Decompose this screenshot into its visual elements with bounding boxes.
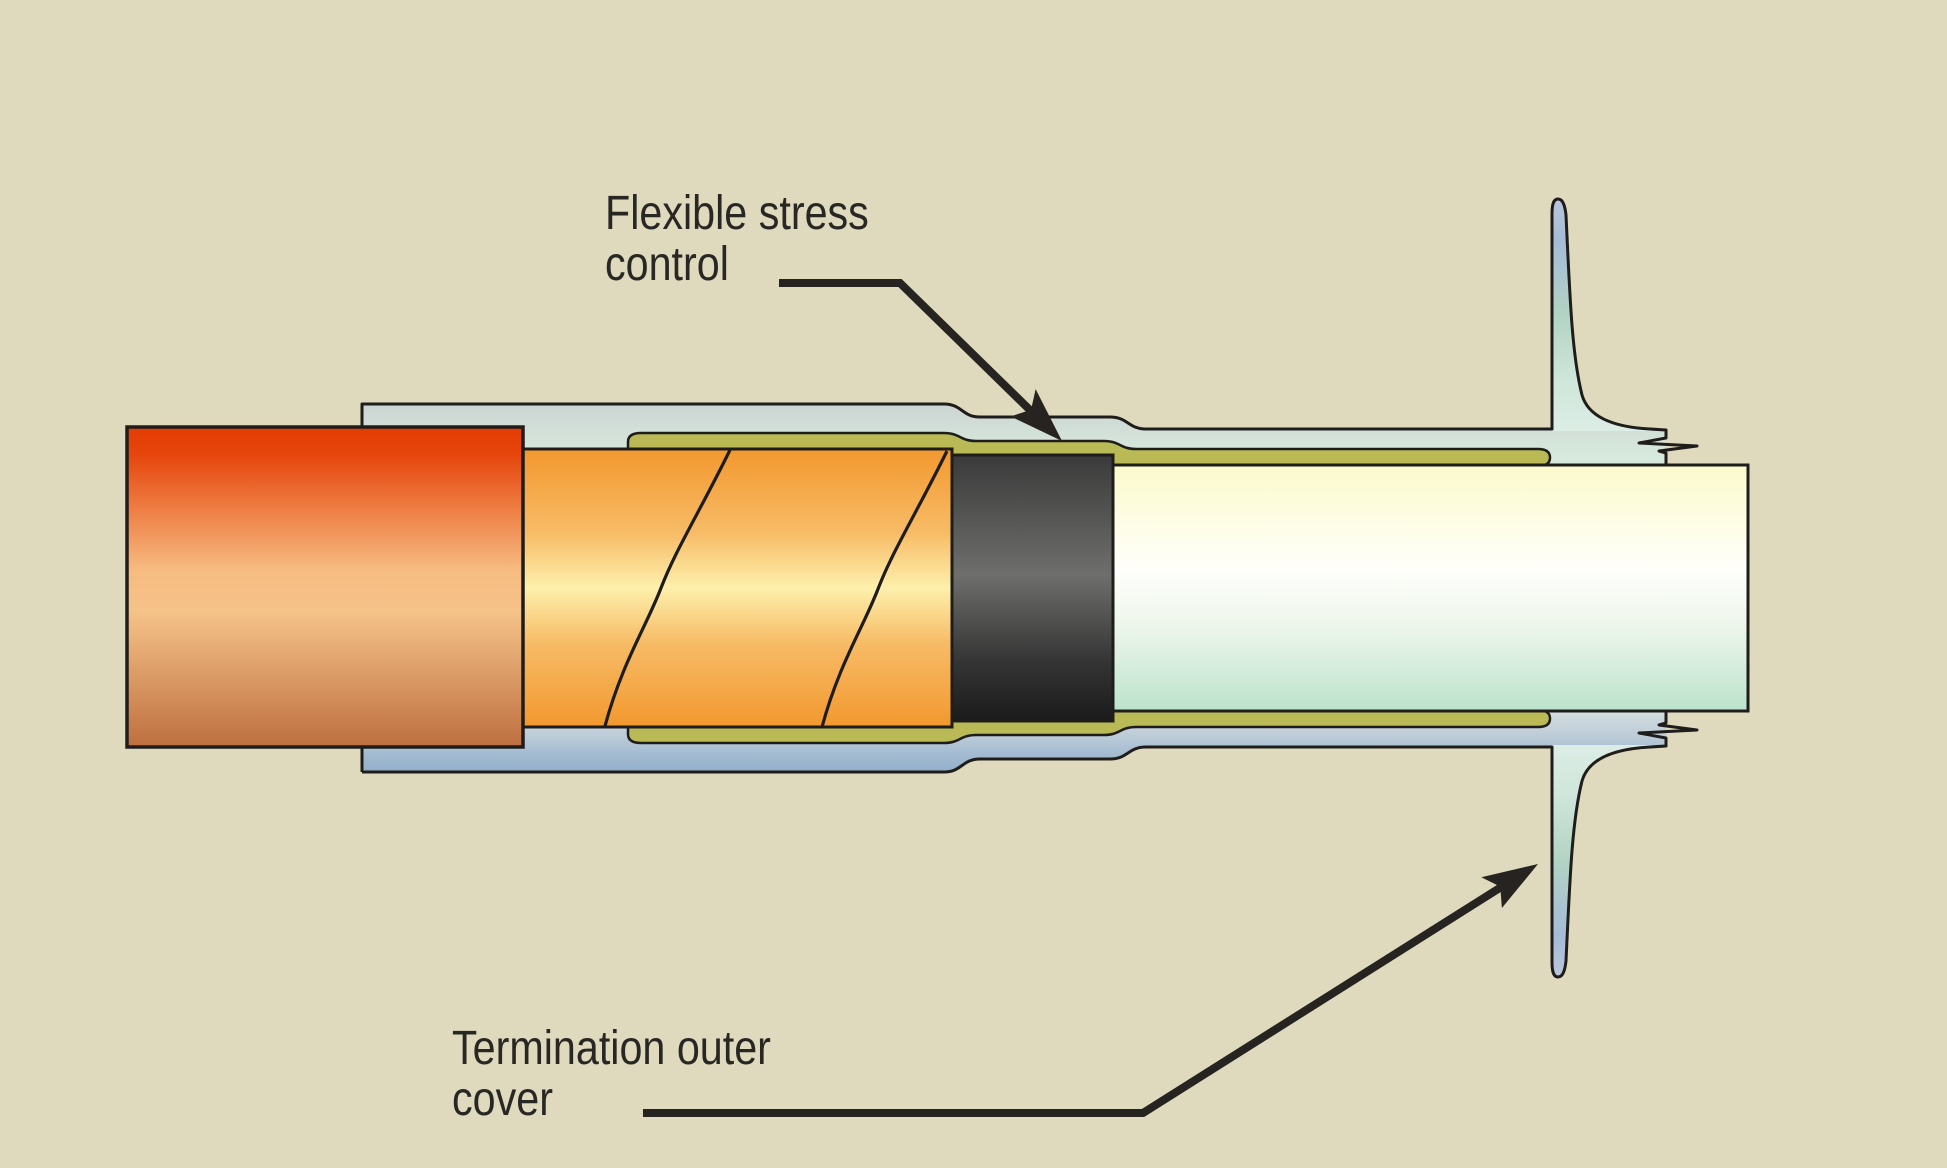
- termination-outer-cover-outline: [360, 197, 1699, 979]
- sealing-fin-bottom: [1552, 745, 1666, 977]
- stress-control-leader-line: [779, 279, 1037, 417]
- outer-cover-arrowhead-icon: [1481, 864, 1538, 909]
- wrapped-layer: [521, 447, 954, 729]
- stress-control-arrow: [779, 279, 1062, 441]
- stress-control-arrowhead-icon: [1010, 389, 1062, 441]
- wrap-spiral-line-2: [820, 450, 949, 728]
- label-termination-outer-cover: Termination outer cover: [452, 1022, 771, 1126]
- outer-cover-leader-line: [643, 880, 1509, 1117]
- outer-cover-arrow: [643, 864, 1538, 1117]
- cable-insulation: [1111, 463, 1750, 713]
- wrap-spiral-line-1: [603, 449, 732, 727]
- label-flexible-stress-control: Flexible stress control: [605, 187, 869, 291]
- screen-band: [950, 453, 1115, 723]
- cable-jacket: [125, 425, 525, 749]
- sealing-fin-top: [1552, 199, 1666, 431]
